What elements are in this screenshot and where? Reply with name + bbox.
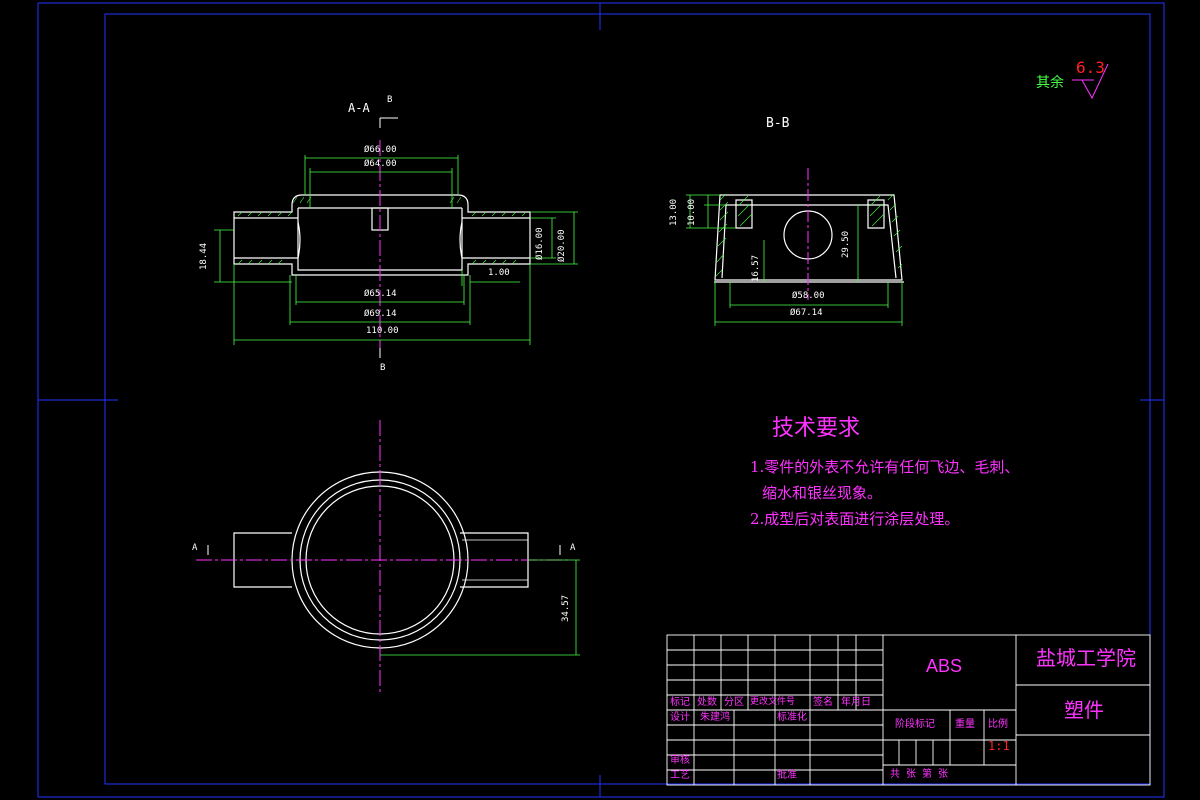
scale-label: 比例 xyxy=(988,719,1008,730)
aa-left-wall-curve xyxy=(297,221,301,259)
bb-right-boss xyxy=(867,199,885,229)
header-mark: 标记 xyxy=(670,697,690,708)
requirement-line-1: 1.零件的外表不允许有任何飞边、毛刺、 xyxy=(750,458,1020,476)
dim-pipe-outer: Ø20.00 xyxy=(557,229,567,262)
aa-hatching xyxy=(237,196,527,265)
dim-d66: Ø66.00 xyxy=(364,145,397,155)
bb-left-boss xyxy=(735,199,753,229)
school-name: 盐城工学院 xyxy=(1036,646,1136,670)
header-change-doc: 更改文件号 xyxy=(750,697,796,707)
stage-label: 阶段标记 xyxy=(895,719,935,730)
standard-label: 标准化 xyxy=(777,712,807,723)
dim-110: 110.00 xyxy=(366,326,399,336)
weight-label: 重量 xyxy=(955,719,975,730)
top-cut-marks xyxy=(207,545,561,555)
part-name: 塑件 xyxy=(1064,698,1104,722)
dim-34-57: 34.57 xyxy=(561,594,571,622)
dim-13: 13.00 xyxy=(669,198,679,226)
dim-29-50: 29.50 xyxy=(841,230,851,258)
sheet-label: 共 张 第 张 xyxy=(890,769,949,780)
cut-letter-b-bottom: B xyxy=(380,363,386,373)
dim-16-57: 16.57 xyxy=(751,254,761,282)
process-label: 工艺 xyxy=(670,770,690,781)
inner-frame xyxy=(104,13,1151,785)
dim-step: 1.00 xyxy=(488,268,510,278)
scale-value: 1:1 xyxy=(988,739,1010,753)
dim-d6914: Ø69.14 xyxy=(364,309,397,319)
dim-d58: Ø58.00 xyxy=(792,291,825,301)
header-count: 处数 xyxy=(697,697,717,708)
requirement-line-3: 2.成型后对表面进行涂层处理。 xyxy=(750,510,960,528)
roughness-symbol xyxy=(1081,63,1109,100)
requirement-line-2: 缩水和银丝现象。 xyxy=(762,484,883,502)
dim-10: 10.00 xyxy=(687,198,697,226)
bb-hatching xyxy=(715,193,903,277)
approve-label: 批准 xyxy=(777,770,797,781)
view-label-bb: B-B xyxy=(766,116,790,131)
header-date: 年月日 xyxy=(841,697,871,708)
section-aa-view xyxy=(233,194,531,276)
dim-d6714: Ø67.14 xyxy=(790,308,823,318)
section-bb-view xyxy=(714,194,904,283)
header-zone: 分区 xyxy=(724,697,744,708)
aa-pipe-inner xyxy=(234,217,530,259)
outer-frame xyxy=(37,2,1165,798)
cut-letter-a-right: A xyxy=(570,543,576,553)
review-label: 审核 xyxy=(670,755,690,766)
surface-finish-prefix: 其余 xyxy=(1036,75,1064,91)
designer-name: 朱建鸿 xyxy=(700,712,730,723)
dim-pipe-inner: Ø16.00 xyxy=(535,227,545,260)
aa-outer-outline xyxy=(233,194,531,276)
design-label: 设计 xyxy=(670,712,690,723)
header-signature: 签名 xyxy=(813,697,833,708)
bb-outer-outline xyxy=(714,194,903,281)
surface-finish-value: 6.3 xyxy=(1076,58,1105,77)
requirements-title: 技术要求 xyxy=(772,416,861,441)
aa-dimension-lines xyxy=(214,155,578,345)
view-label-aa: A-A xyxy=(348,101,370,115)
bb-inner-outline xyxy=(721,204,897,279)
cut-letter-a-left: A xyxy=(192,543,198,553)
title-block-grid xyxy=(666,634,1151,786)
dim-d6514: Ø65.14 xyxy=(364,289,397,299)
dim-18-44: 18.44 xyxy=(199,242,209,270)
cut-letter-b-top: B xyxy=(387,95,393,105)
material-value: ABS xyxy=(926,656,963,676)
dim-d64: Ø64.00 xyxy=(364,159,397,169)
aa-right-wall-curve xyxy=(459,221,463,259)
bb-dimension-lines xyxy=(686,194,903,326)
top-dimension-lines xyxy=(380,559,580,656)
